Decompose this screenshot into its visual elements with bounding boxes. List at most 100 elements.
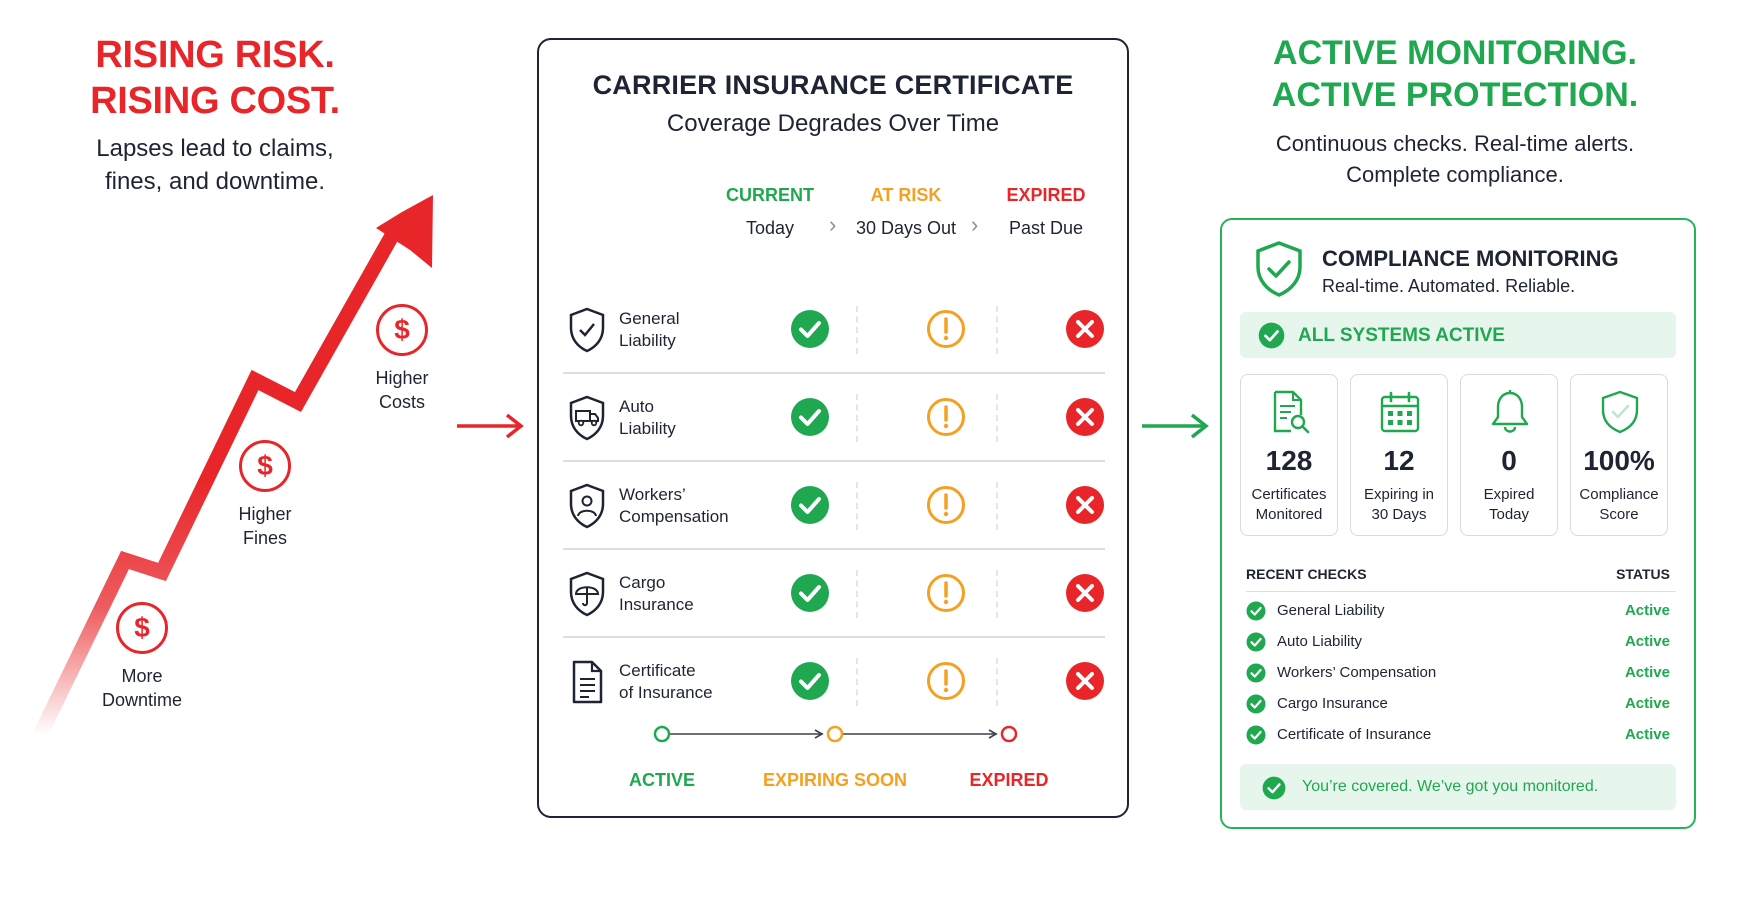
recent-check-name: Auto Liability [1277, 633, 1363, 650]
risk-label: More Downtime [101, 666, 183, 710]
chevron-right-icon: › [829, 212, 837, 237]
warning-circle-icon [927, 486, 965, 524]
recent-check-name: Workers’ Compensation [1277, 664, 1437, 681]
coverage-row-general-liability: General Liability [563, 286, 1105, 374]
check-circle-icon [1258, 322, 1285, 349]
coverage-label: Workers’ Compensation [619, 485, 729, 526]
timeline-label-expiring-soon: EXPIRING SOON [762, 770, 908, 790]
recent-check-row: Workers’ Compensation Active [1246, 662, 1676, 686]
coverage-row-cargo-insurance: Cargo Insurance [563, 550, 1105, 638]
x-circle-icon [1066, 398, 1104, 436]
x-circle-icon [1066, 310, 1104, 348]
arrow-right-green-icon [1142, 413, 1209, 439]
left-subtext-line2: fines, and downtime. [104, 168, 326, 195]
recent-check-row: Cargo Insurance Active [1246, 693, 1676, 717]
coverage-label: Certificate of Insurance [619, 661, 713, 702]
coverage-label: Cargo Insurance [619, 573, 694, 614]
stat-value: 0 [1501, 445, 1517, 476]
stat-card-expired-today: 0 Expired Today [1460, 374, 1558, 536]
column-current: CURRENT Today [695, 185, 845, 239]
recent-check-status: Active [1624, 726, 1670, 743]
dollar-icon: $ [116, 602, 168, 654]
left-headline: RISING RISK. RISING COST. [40, 32, 390, 124]
column-divider [856, 306, 858, 354]
warning-circle-icon [927, 310, 965, 348]
compliance-monitoring-panel: COMPLIANCE MONITORING Real-time. Automat… [1220, 218, 1696, 829]
risk-item-more-downtime: $ More Downtime [77, 602, 207, 712]
warning-circle-icon [927, 662, 965, 700]
all-systems-active-banner: ALL SYSTEMS ACTIVE [1240, 312, 1676, 358]
dollar-icon: $ [239, 440, 291, 492]
stat-label: Certificates Monitored [1251, 486, 1327, 523]
coverage-row-auto-liability: Auto Liability [563, 374, 1105, 462]
column-divider [856, 482, 858, 530]
covered-message: You’re covered. We’ve got you monitored. [1302, 778, 1599, 795]
left-headline-line1: RISING RISK. [95, 34, 335, 76]
recent-check-name: General Liability [1277, 602, 1385, 619]
recent-check-name: Cargo Insurance [1277, 695, 1388, 712]
bell-icon [1491, 390, 1529, 433]
timeline-track-icon [653, 725, 1018, 743]
chevron-right-icon: › [971, 212, 979, 237]
dollar-icon: $ [376, 304, 428, 356]
recent-check-name: Certificate of Insurance [1277, 726, 1432, 743]
left-headline-line2: RISING COST. [90, 80, 340, 122]
check-circle-icon [791, 662, 829, 700]
column-divider [856, 570, 858, 618]
right-subtext-line1: Continuous checks. Real-time alerts. [1275, 131, 1635, 156]
stat-card-compliance-score: 100% Compliance Score [1570, 374, 1668, 536]
stat-value: 128 [1265, 445, 1313, 476]
recent-checks-title: RECENT CHECKS [1246, 566, 1367, 582]
coverage-row-workers-compensation: Workers’ Compensation [563, 462, 1105, 550]
column-status: AT RISK [870, 185, 942, 205]
column-status: EXPIRED [1006, 185, 1086, 205]
stat-label: Expired Today [1483, 486, 1535, 523]
shield-umbrella-icon [569, 571, 605, 617]
covered-banner: You’re covered. We’ve got you monitored. [1240, 764, 1676, 810]
coverage-label: General Liability [619, 309, 680, 350]
warning-circle-icon [927, 398, 965, 436]
column-status: CURRENT [726, 185, 814, 205]
status-column-title: STATUS [1616, 566, 1670, 582]
left-subtext: Lapses lead to claims, fines, and downti… [40, 132, 390, 198]
check-circle-icon [791, 574, 829, 612]
column-divider [856, 658, 858, 706]
shield-check-icon [1601, 390, 1639, 434]
calendar-icon [1380, 391, 1420, 433]
check-circle-icon [791, 398, 829, 436]
timeline-label-active: ACTIVE [628, 770, 695, 790]
risk-item-higher-fines: $ Higher Fines [200, 440, 330, 550]
right-headline-line1: ACTIVE MONITORING. [1273, 34, 1637, 72]
left-subtext-line1: Lapses lead to claims, [96, 135, 334, 162]
check-circle-icon [1246, 632, 1266, 652]
stat-label: Expiring in 30 Days [1363, 486, 1435, 523]
shield-check-icon [569, 307, 605, 353]
column-divider [856, 394, 858, 442]
right-headline-line2: ACTIVE PROTECTION. [1271, 76, 1639, 114]
column-at-risk: AT RISK 30 Days Out [831, 185, 981, 239]
stat-value: 12 [1383, 445, 1415, 476]
cert-subtitle: Coverage Degrades Over Time [666, 110, 1000, 137]
warning-circle-icon [927, 574, 965, 612]
all-systems-active-text: ALL SYSTEMS ACTIVE [1298, 325, 1505, 346]
recent-checks-header: RECENT CHECKS STATUS [1246, 566, 1676, 592]
monitoring-subtitle: Real-time. Automated. Reliable. [1322, 276, 1576, 296]
column-when: 30 Days Out [855, 218, 957, 238]
column-expired: EXPIRED Past Due [971, 185, 1121, 239]
right-subtext: Continuous checks. Real-time alerts. Com… [1195, 128, 1715, 190]
column-divider [996, 482, 998, 530]
arrow-right-red-icon [457, 413, 524, 439]
stat-label: Compliance Score [1579, 486, 1659, 523]
check-circle-icon [1246, 601, 1266, 621]
x-circle-icon [1066, 574, 1104, 612]
check-circle-icon [1246, 663, 1266, 683]
check-circle-icon [1246, 694, 1266, 714]
risk-item-higher-costs: $ Higher Costs [337, 304, 467, 414]
document-search-icon [1273, 390, 1310, 434]
right-headline: ACTIVE MONITORING. ACTIVE PROTECTION. [1195, 32, 1715, 116]
carrier-certificate-panel: CARRIER INSURANCE CERTIFICATE Coverage D… [537, 38, 1129, 818]
recent-check-row: Auto Liability Active [1246, 631, 1676, 655]
check-circle-icon [791, 486, 829, 524]
recent-check-row: Certificate of Insurance Active [1246, 724, 1676, 748]
shield-truck-icon [569, 395, 605, 441]
